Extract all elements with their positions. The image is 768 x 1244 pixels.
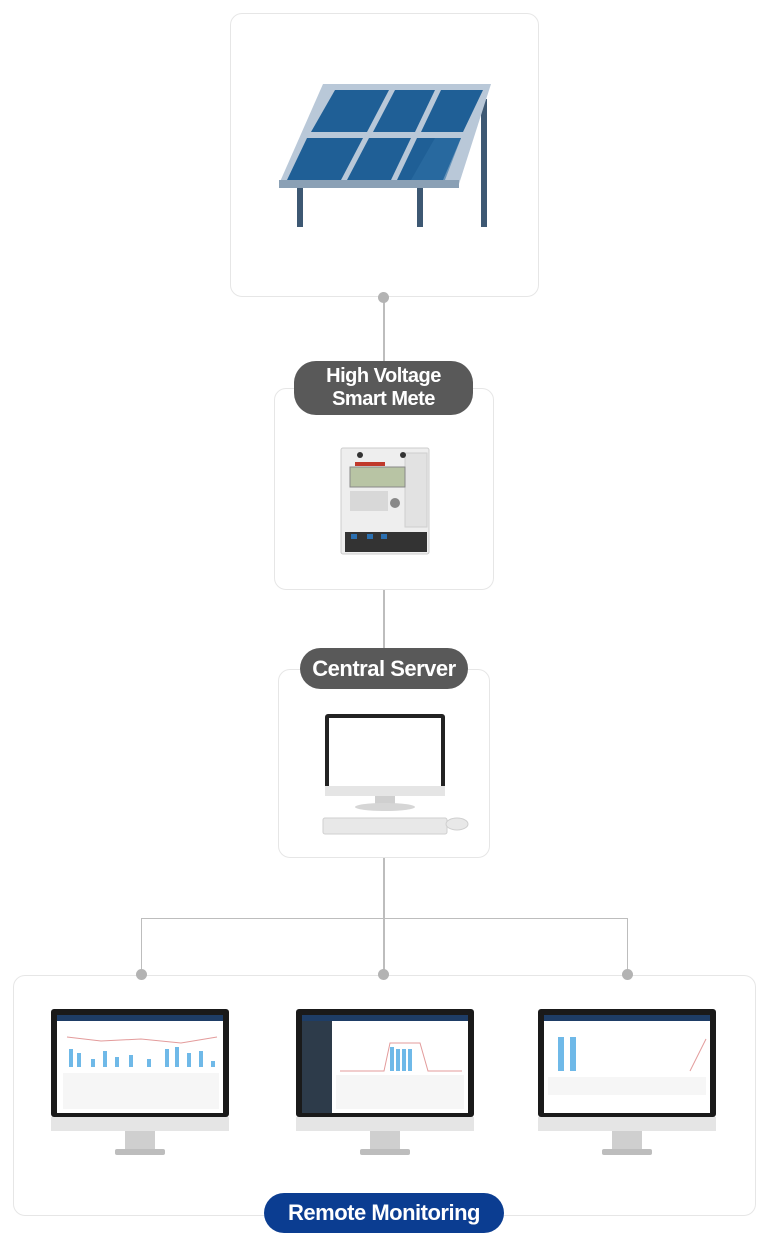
solar-panel-icon <box>279 84 491 227</box>
label-central-server: Central Server <box>300 648 468 689</box>
label-meter-line2: Smart Mete <box>332 388 435 410</box>
connector-solar-meter <box>383 297 385 363</box>
central-server-box <box>278 669 490 858</box>
label-high-voltage-meter: High Voltage Smart Mete <box>294 361 473 415</box>
monitor-icon-right <box>538 1009 716 1155</box>
monitor-dot-left <box>136 969 147 980</box>
connector-bus-left <box>141 918 142 974</box>
label-remote-monitoring: Remote Monitoring <box>264 1193 504 1233</box>
connector-bus-right <box>627 918 628 974</box>
solar-connector-dot <box>378 292 389 303</box>
desktop-computer-icon <box>322 714 469 835</box>
monitor-dot-center <box>378 969 389 980</box>
connector-bus-horizontal <box>141 918 628 919</box>
connector-meter-server <box>383 590 385 652</box>
monitor-dot-right <box>622 969 633 980</box>
smart-meter-box <box>274 388 494 590</box>
connector-server-bus <box>383 858 385 974</box>
label-meter-line1: High Voltage <box>326 365 441 387</box>
solar-panel-box <box>230 13 539 297</box>
smart-meter-icon <box>340 447 430 555</box>
monitor-icon-center <box>296 1009 474 1155</box>
monitor-icon-left <box>51 1009 229 1155</box>
